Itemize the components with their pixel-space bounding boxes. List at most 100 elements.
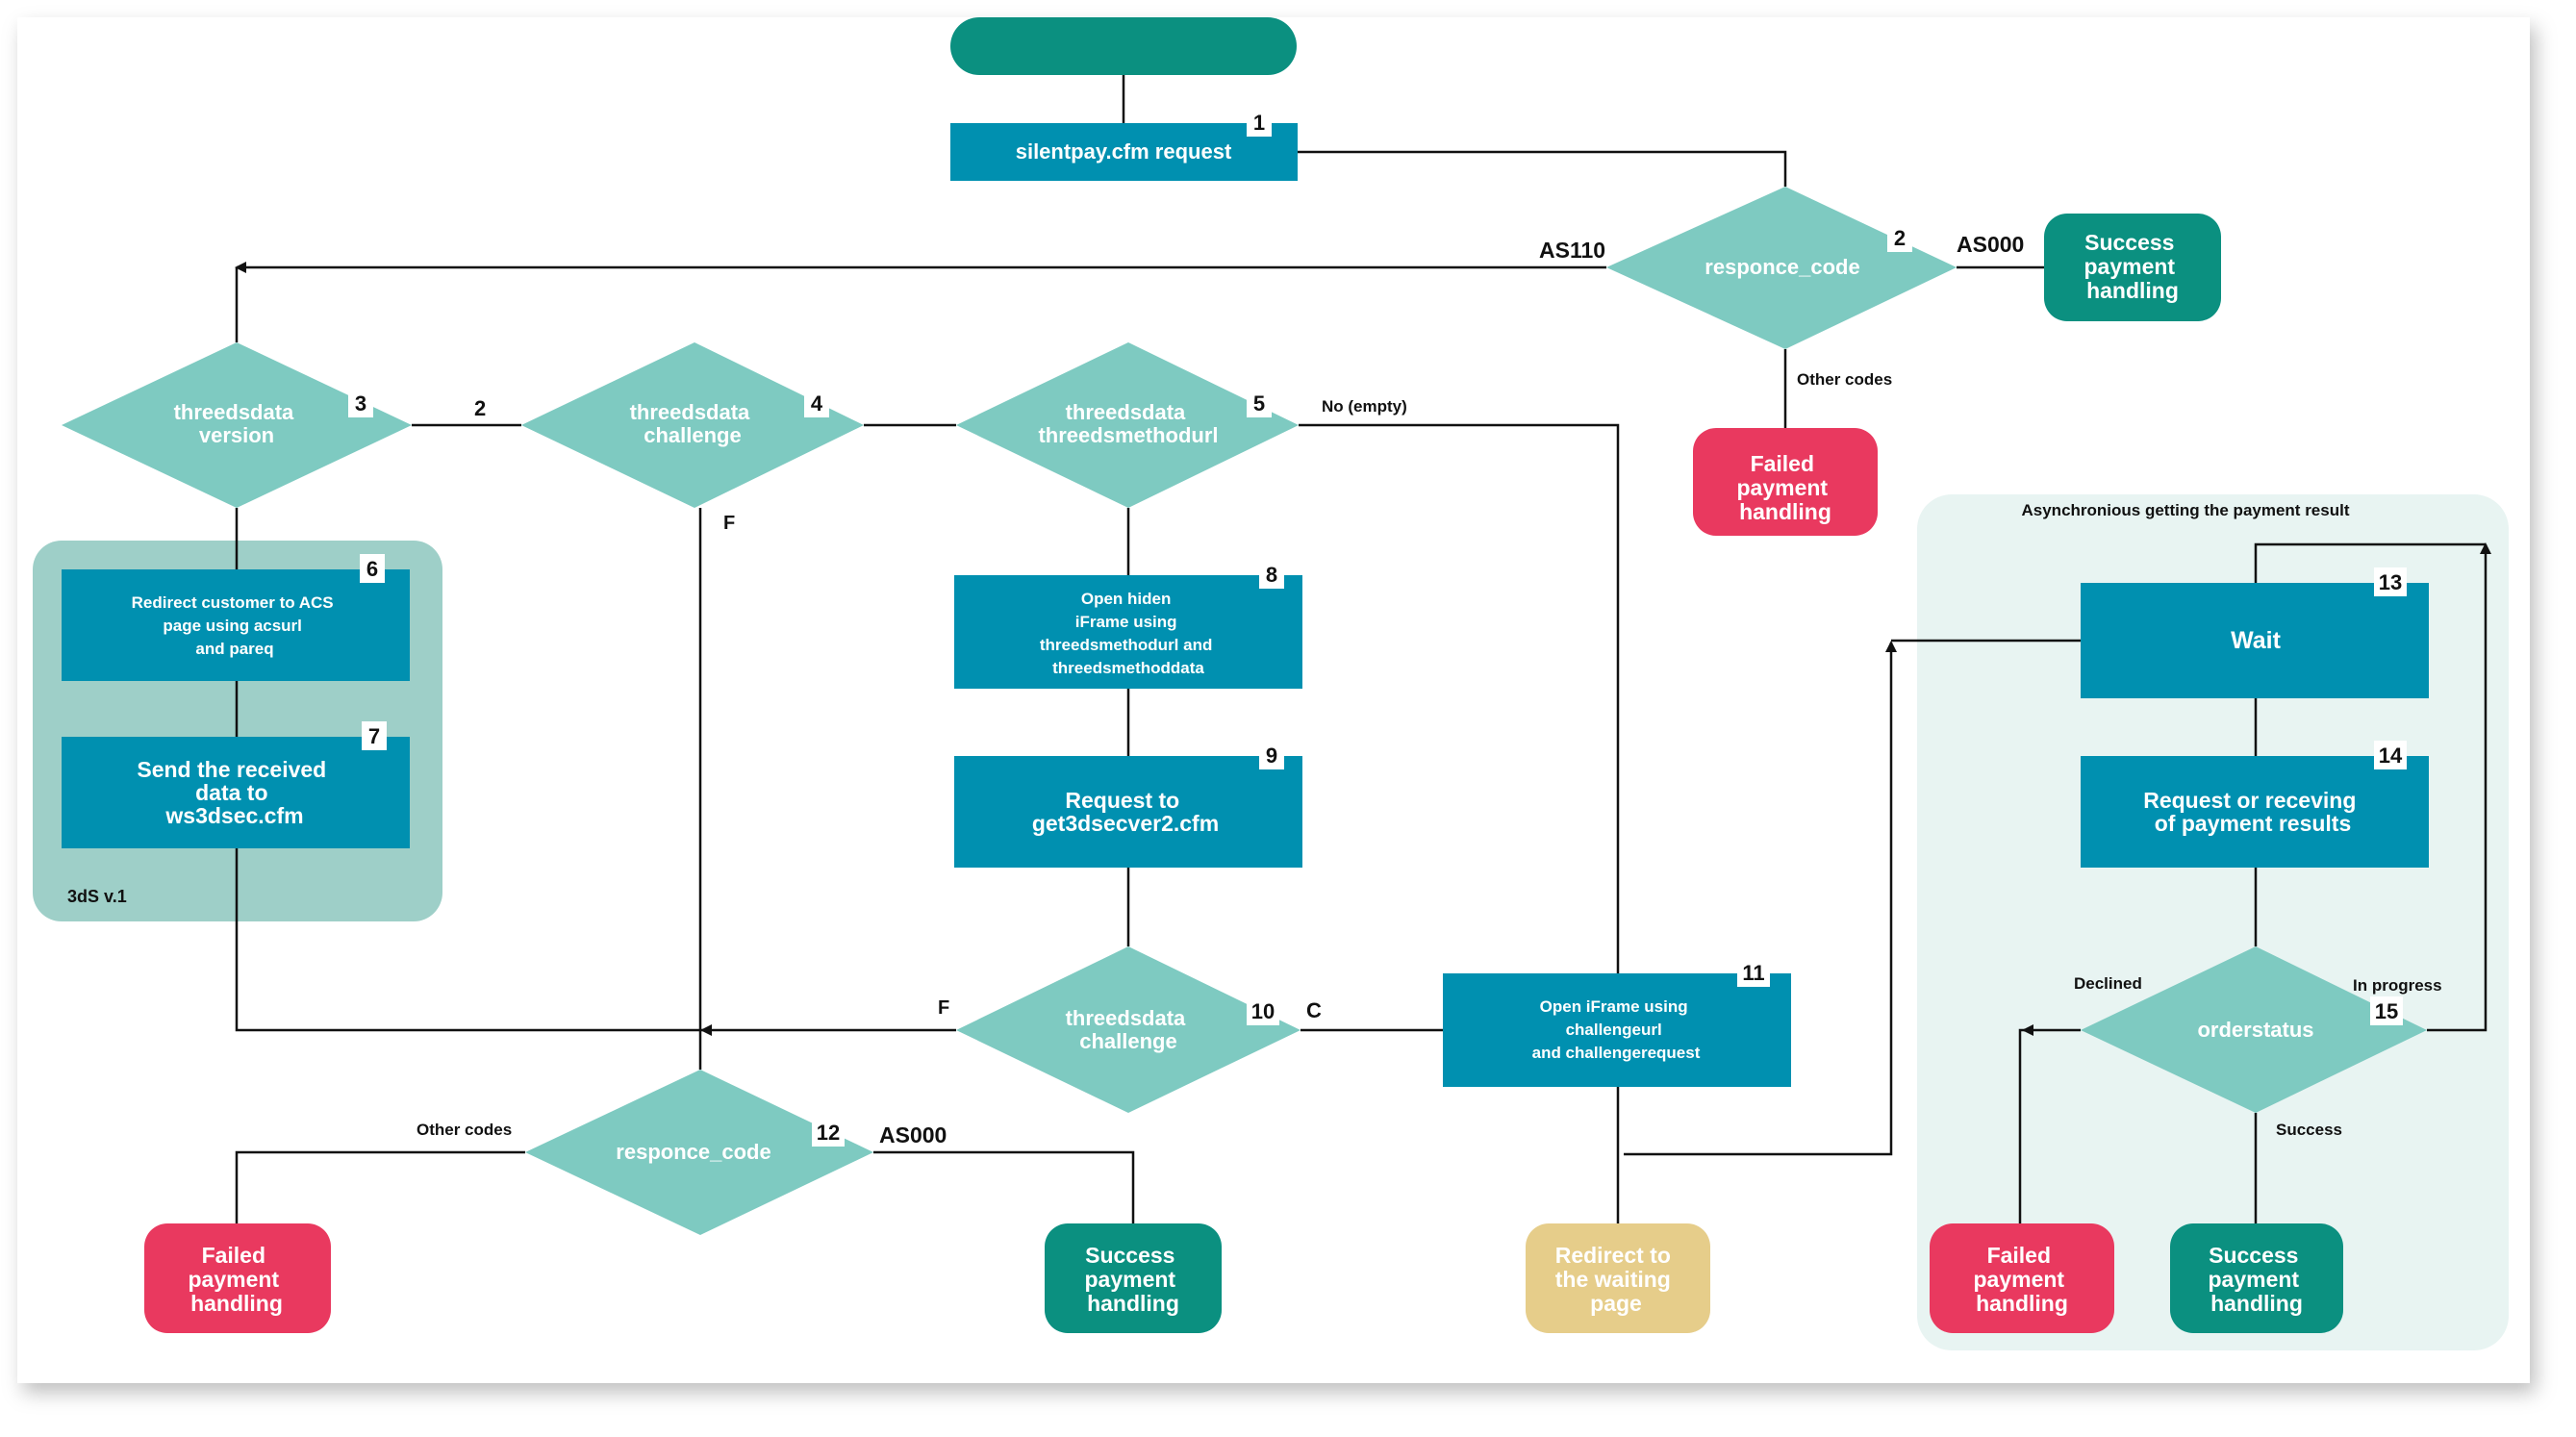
edge-label-as000-top: AS000: [1957, 232, 2024, 257]
step-9-badge: [1259, 741, 1284, 769]
decision-5-shape: [956, 342, 1299, 508]
step-8-open-hidden-iframe: Open hiden iFrame using threedsmethodurl…: [954, 560, 1302, 689]
decision-12-number: 12: [817, 1121, 840, 1145]
outcome-failed-async-line: Failed: [1987, 1243, 2051, 1268]
step-11-badge: [1737, 958, 1770, 987]
step-8-badge: [1259, 560, 1284, 589]
group-3ds-v1-label: 3dS v.1: [67, 887, 127, 906]
decision-5-number: 5: [1253, 391, 1265, 416]
step-9-line: Request to: [1065, 788, 1179, 813]
edge-label-in-progress: In progress: [2353, 976, 2442, 995]
step-11-number: 11: [1742, 961, 1764, 985]
step-11-line: Open iFrame using: [1540, 997, 1688, 1016]
step-6-line: and pareq: [195, 640, 273, 658]
decision-4-number: 4: [811, 391, 823, 416]
step-1-number: 1: [1253, 111, 1265, 135]
outcome-failed-top-line: payment: [1737, 475, 1829, 500]
outcome-success-top-line: payment: [2084, 254, 2176, 279]
decision-5-badge: [1247, 389, 1272, 417]
svg-text:Failed payment han: Failed payment handling: [189, 1243, 286, 1316]
step-7-line: data to: [195, 780, 267, 805]
step-8-box: [954, 575, 1302, 689]
svg-text:Success payment ha: Success payment handling: [2084, 230, 2182, 303]
step-8-line: iFrame using: [1075, 613, 1177, 631]
decision-12-shape: [525, 1070, 873, 1235]
decision-4-threedsdata-challenge: threedsdata challenge 4: [521, 342, 864, 508]
decision-3-shape: [62, 342, 412, 508]
decision-2-badge: [1887, 223, 1912, 252]
edge-label-no-empty: No (empty): [1322, 397, 1407, 416]
step-7-number: 7: [368, 724, 380, 748]
step-14-badge: [2374, 741, 2407, 769]
edge-loop-top: [2254, 542, 2486, 583]
edge-11-async: [1624, 641, 1897, 1156]
decision-2-shape: [1606, 187, 1957, 349]
step-13-label: Wait: [2231, 627, 2282, 654]
outcome-failed-bottom: Failed payment handling: [144, 1223, 331, 1333]
decision-10-shape: [956, 946, 1301, 1113]
connectors: [235, 75, 2491, 1223]
edge-label-challenge-f: F: [723, 513, 735, 534]
group-async-bg: [1917, 494, 2509, 1350]
outcome-success-top-line: Success: [2084, 230, 2174, 255]
step-14-box: [2081, 756, 2429, 868]
decision-5-line: threedsmethodurl: [1038, 423, 1218, 447]
svg-text:Open iFrame using challe: Open iFrame using challengeurl and chall…: [1532, 997, 1701, 1062]
edge-labels: AS110 AS000 Other codes 2 F No (empty) F…: [417, 232, 2442, 1147]
edge-label-other-codes-bottom: Other codes: [417, 1121, 512, 1139]
step-6-line: page using acsurl: [163, 617, 302, 635]
edge-12-failed: [235, 1150, 525, 1223]
decision-10-threedsdata-challenge: threedsdata challenge 10: [956, 946, 1301, 1113]
step-9-box: [954, 756, 1302, 868]
outcome-failed-top-line: Failed: [1751, 451, 1814, 476]
svg-text:Success payment ha: Success payment handling: [1085, 1243, 1182, 1316]
step-14-line: Request or receving: [2143, 788, 2356, 813]
edge-5-11-no-empty: [1299, 423, 1620, 973]
svg-text:threedsdata version: threedsdata version: [174, 400, 300, 447]
step-11-box: [1443, 973, 1791, 1087]
outcome-waiting-box: [1526, 1223, 1710, 1333]
step-7-send-ws3dsec: Send the received data to ws3dsec.cfm 7: [62, 721, 410, 848]
outcome-success-async-line: handling: [2210, 1291, 2303, 1316]
outcome-success-bottom-line: payment: [1085, 1267, 1176, 1292]
group-async-label: Asynchronious getting the payment result: [2022, 501, 2350, 519]
outcome-failed-async-line: handling: [1976, 1291, 2068, 1316]
outcome-success-bottom-box: [1045, 1223, 1222, 1333]
step-7-line: Send the received: [137, 757, 326, 782]
step-9-line: get3dsecver2.cfm: [1032, 811, 1219, 836]
outcome-success-top: Success payment handling: [2044, 214, 2221, 321]
edge-12-success: [873, 1150, 1135, 1223]
step-7-box: [62, 737, 410, 848]
svg-text:Request to get3dsecver2.: Request to get3dsecver2.cfm: [1032, 788, 1219, 836]
step-8-number: 8: [1266, 563, 1277, 587]
step-11-line: challengeurl: [1566, 1021, 1662, 1039]
outcome-success-async: Success payment handling: [2170, 1223, 2343, 1333]
decision-5-threedsmethodurl: threedsdata threedsmethodurl 5: [956, 342, 1299, 508]
svg-text:Request or receving of p: Request or receving of payment results: [2143, 788, 2362, 836]
step-8-line: Open hiden: [1081, 590, 1172, 608]
step-13-number: 13: [2379, 570, 2402, 594]
svg-text:threedsdata challenge: threedsdata challenge: [630, 400, 756, 447]
decision-3-badge: [348, 389, 373, 417]
step-8-line: threedsmethoddata: [1052, 659, 1204, 677]
step-13-wait: Wait 13: [2081, 567, 2429, 698]
outcome-failed-bottom-line: payment: [189, 1267, 280, 1292]
decision-15-number: 15: [2375, 999, 2398, 1023]
decision-15-orderstatus: orderstatus 15: [2081, 946, 2427, 1113]
edge-15-declined: [2018, 1028, 2081, 1223]
edge-label-as000-bottom: AS000: [879, 1122, 947, 1147]
decision-4-line: threedsdata: [630, 400, 750, 424]
svg-text:Failed payment han: Failed payment handling: [1737, 451, 1834, 524]
decision-3-line: threedsdata: [174, 400, 294, 424]
step-9-number: 9: [1266, 744, 1277, 768]
svg-text:threedsdata threedsmetho: threedsdata threedsmethodurl: [1038, 400, 1218, 447]
decision-15-badge: [2370, 996, 2403, 1025]
svg-text:Redirect to the waiting: Redirect to the waiting page: [1555, 1243, 1678, 1316]
step-8-line: threedsmethodurl and: [1040, 636, 1212, 654]
svg-text:Success payment ha: Success payment handling: [2209, 1243, 2306, 1316]
outcome-success-bottom: Success payment handling: [1045, 1223, 1222, 1333]
outcome-failed-bottom-line: Failed: [202, 1243, 265, 1268]
decision-12-label: responce_code: [616, 1140, 770, 1164]
edge-label-success-15: Success: [2276, 1121, 2342, 1139]
edge-7-merge: [235, 848, 702, 1032]
